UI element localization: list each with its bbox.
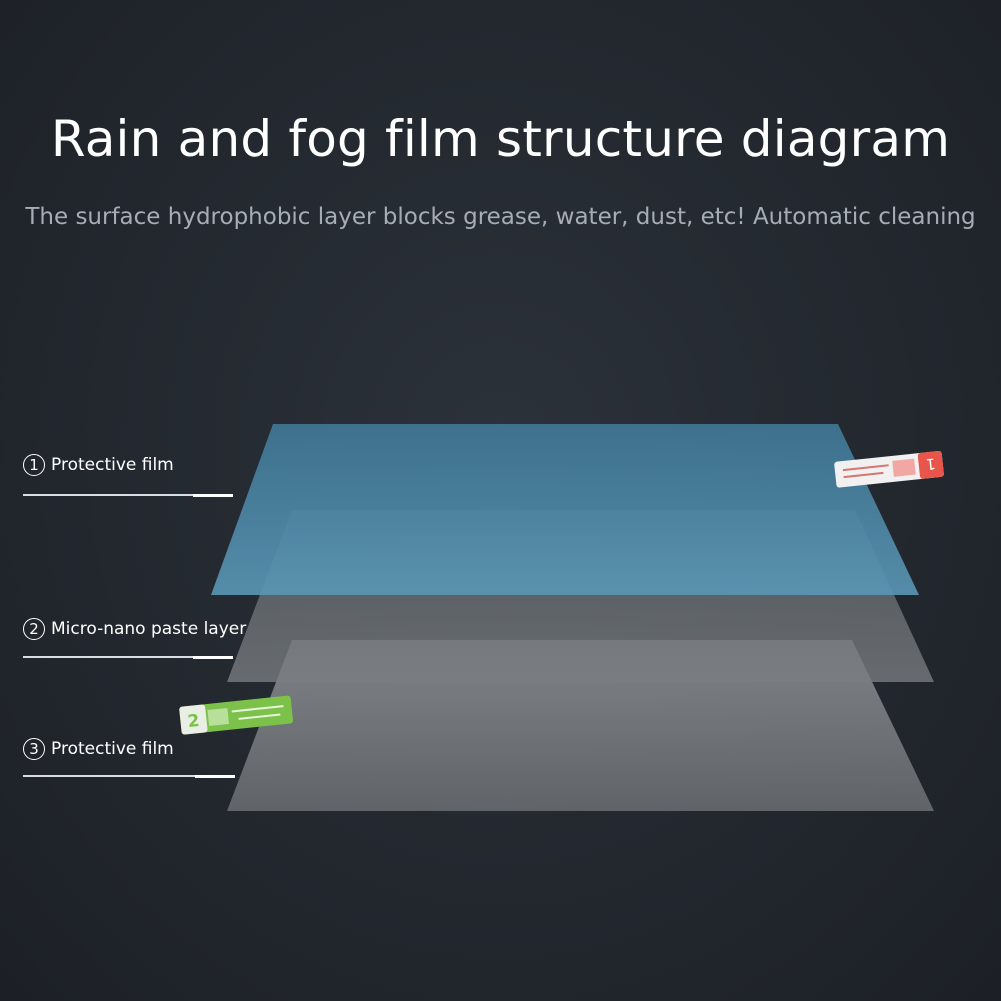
layer-number-3: 3 (23, 738, 45, 760)
layer-1-sheet (211, 424, 919, 595)
diagram-subtitle: The surface hydrophobic layer blocks gre… (25, 204, 976, 230)
leader-line-2 (23, 655, 233, 659)
layer-3-sheet (227, 640, 934, 811)
leader-line-3 (23, 774, 235, 778)
layer-number-1: 1 (23, 454, 45, 476)
layer-label-3: 3 Protective film (23, 738, 174, 760)
layer-label-1: 1 Protective film (23, 454, 174, 476)
peel-tab-2-number: 2 (187, 711, 201, 732)
leader-line-1 (23, 493, 233, 497)
diagram-title: Rain and fog film structure diagram (50, 110, 951, 168)
layer-number-2: 2 (23, 618, 45, 640)
layer-label-3-text: Protective film (51, 739, 174, 759)
layer-label-2-text: Micro-nano paste layer (51, 619, 247, 639)
layer-label-2: 2 Micro-nano paste layer (23, 618, 246, 640)
layer-label-1-text: Protective film (51, 455, 174, 475)
peel-tab-1-number: 1 (925, 454, 936, 473)
peel-tab-1: 1 (834, 451, 944, 488)
peel-tab-2: 2 (179, 695, 294, 735)
